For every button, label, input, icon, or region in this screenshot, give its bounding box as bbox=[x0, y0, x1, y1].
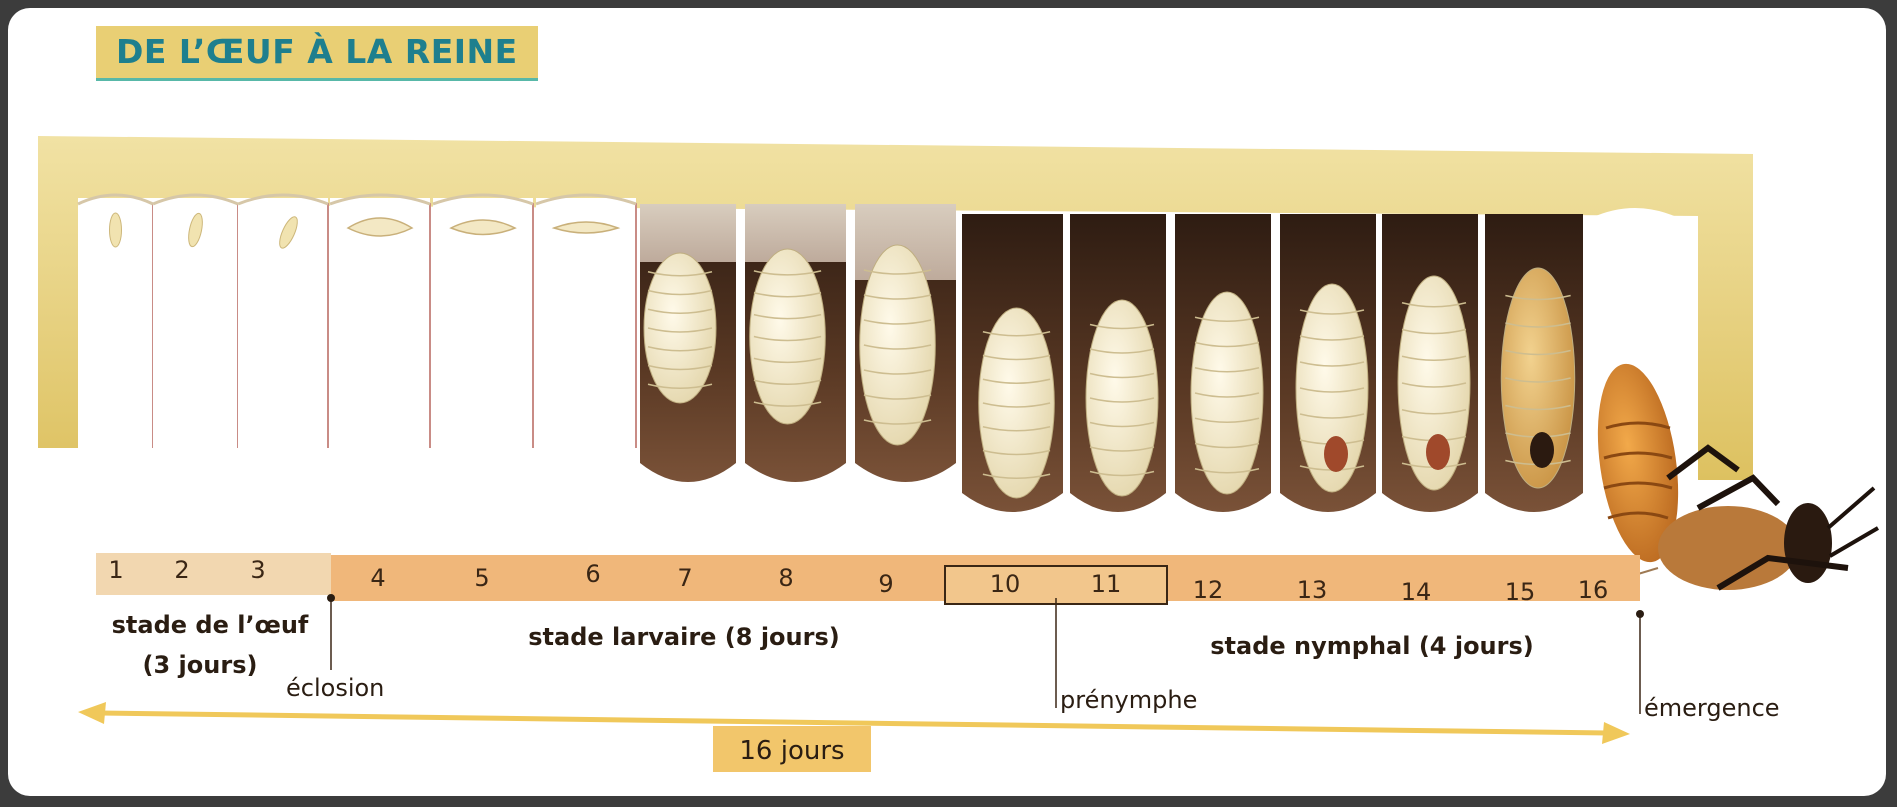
hatching-label: éclosion bbox=[286, 674, 384, 702]
day-label-5: 5 bbox=[474, 564, 489, 592]
cell-day-10 bbox=[962, 214, 1063, 512]
day-label-1: 1 bbox=[108, 556, 123, 584]
cell-day-3 bbox=[238, 195, 328, 448]
larva-shape bbox=[1086, 300, 1158, 496]
total-duration-label: 16 jours bbox=[739, 736, 844, 766]
day-label-6: 6 bbox=[585, 560, 600, 588]
cell-day-12 bbox=[1175, 214, 1271, 512]
cell-day-8 bbox=[745, 204, 846, 482]
cell-day-6 bbox=[536, 195, 636, 448]
pupa-eye bbox=[1324, 436, 1348, 472]
day-label-2: 2 bbox=[174, 556, 189, 584]
prepupa-label: prénymphe bbox=[1060, 686, 1197, 714]
emergence-label: émergence bbox=[1644, 694, 1780, 722]
cell-day-7 bbox=[640, 204, 736, 482]
cell-day-15 bbox=[1485, 214, 1583, 512]
cell-day-13 bbox=[1280, 214, 1376, 512]
egg-shape bbox=[110, 213, 122, 247]
cell-day-11 bbox=[1070, 214, 1166, 512]
marker-hatching-dot bbox=[327, 594, 335, 602]
day-label-16: 16 bbox=[1578, 576, 1609, 604]
day-label-3: 3 bbox=[250, 556, 265, 584]
larva-shape bbox=[860, 245, 936, 445]
egg-stage-duration: (3 jours) bbox=[143, 651, 258, 679]
egg-stage-label: stade de l’œuf bbox=[112, 611, 309, 639]
cell-day-2 bbox=[153, 195, 238, 448]
page-title: DE L’ŒUF À LA REINE bbox=[96, 26, 538, 81]
pupa-eye bbox=[1426, 434, 1450, 470]
day-label-13: 13 bbox=[1297, 576, 1328, 604]
cell-day-14 bbox=[1382, 214, 1478, 512]
day-label-10: 10 bbox=[990, 570, 1021, 598]
pupa-shape bbox=[1191, 292, 1263, 494]
nymph-stage-label: stade nymphal (4 jours) bbox=[1210, 632, 1533, 660]
cell-day-9 bbox=[855, 204, 956, 482]
day-label-14: 14 bbox=[1401, 578, 1432, 606]
day-label-9: 9 bbox=[878, 570, 893, 598]
day-label-7: 7 bbox=[677, 564, 692, 592]
cell-day-1 bbox=[78, 195, 153, 448]
day-label-12: 12 bbox=[1193, 576, 1224, 604]
cell-day-4 bbox=[330, 195, 430, 448]
day-label-8: 8 bbox=[778, 564, 793, 592]
band-egg-segment bbox=[96, 553, 331, 595]
larva-stage-label: stade larvaire (8 jours) bbox=[528, 623, 839, 651]
marker-emergence-dot bbox=[1636, 610, 1644, 618]
day-label-11: 11 bbox=[1091, 570, 1122, 598]
pupa-eye bbox=[1530, 432, 1554, 468]
day-label-4: 4 bbox=[370, 564, 385, 592]
day-label-15: 15 bbox=[1505, 578, 1536, 606]
cell-day-5 bbox=[433, 195, 533, 448]
